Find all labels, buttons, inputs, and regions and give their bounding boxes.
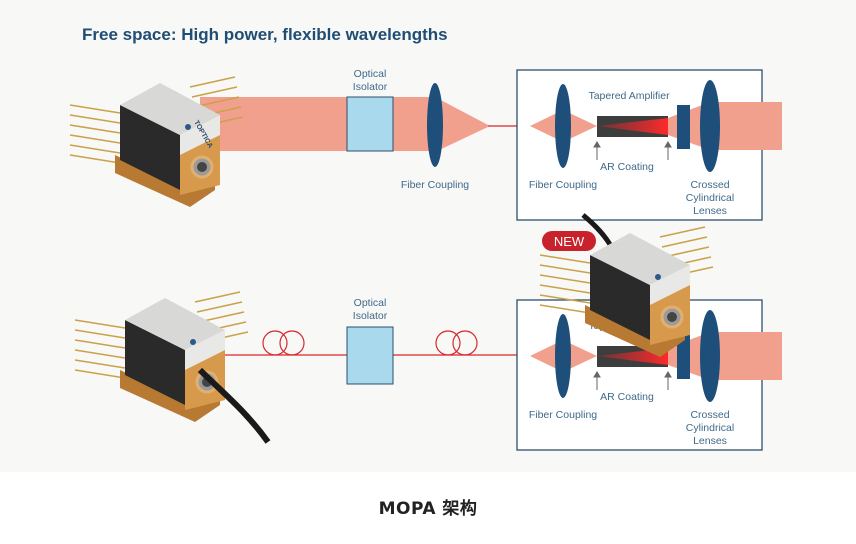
fiber-coupling-label: Fiber Coupling [529, 409, 597, 421]
ar-coating-label: AR Coating [600, 391, 654, 403]
output-beam [710, 332, 782, 380]
fiber-cable [197, 367, 271, 444]
tapered-amplifier-label: Tapered Amplifier [588, 90, 670, 102]
lenses-label-1: Crossed [690, 179, 729, 191]
optical-isolator [346, 96, 394, 152]
cylindrical-lens-2 [700, 80, 720, 172]
output-beam [710, 102, 782, 150]
optical-isolator [346, 326, 394, 385]
fiber-coupling-lens [427, 83, 443, 167]
new-product: NEW [538, 213, 715, 359]
coupling-lens [555, 314, 571, 398]
new-badge-text: NEW [554, 234, 585, 249]
new-badge [542, 231, 596, 251]
cylindrical-lens-2 [700, 310, 720, 402]
ar-coating-label: AR Coating [600, 161, 654, 173]
lenses-label-3: Lenses [693, 205, 727, 217]
bottom-row: Optical Isolator [73, 290, 532, 444]
optical-isolator-label-2: Isolator [353, 81, 388, 93]
optical-isolator-label-2: Isolator [353, 310, 388, 322]
fiber-coupling-label: Fiber Coupling [401, 179, 469, 191]
fiber-coupling-label: Fiber Coupling [529, 179, 597, 191]
diagram-title: Free space: High power, flexible wavelen… [82, 25, 448, 44]
top-row: TOPTICA Optical Isolator Fiber Coupling [68, 68, 532, 209]
lenses-label-2: Cylindrical [686, 422, 734, 434]
coupling-lens [555, 84, 571, 168]
optical-isolator-label-1: Optical [354, 297, 387, 309]
free-space-beam [200, 97, 435, 151]
focusing-cone [435, 97, 490, 152]
lenses-label-3: Lenses [693, 435, 727, 447]
cylindrical-lens-1 [677, 105, 690, 149]
fiber-loop-1 [262, 330, 305, 356]
cylindrical-lens-1 [677, 335, 690, 379]
lenses-label-2: Cylindrical [686, 192, 734, 204]
amplifier-stage-top: Tapered Amplifier AR Coating Fiber Coupl… [516, 69, 782, 221]
fiber-loop-2 [435, 330, 478, 356]
lenses-label-1: Crossed [690, 409, 729, 421]
figure-caption: MOPA 架构 [378, 499, 478, 519]
optical-isolator-label-1: Optical [354, 68, 387, 80]
